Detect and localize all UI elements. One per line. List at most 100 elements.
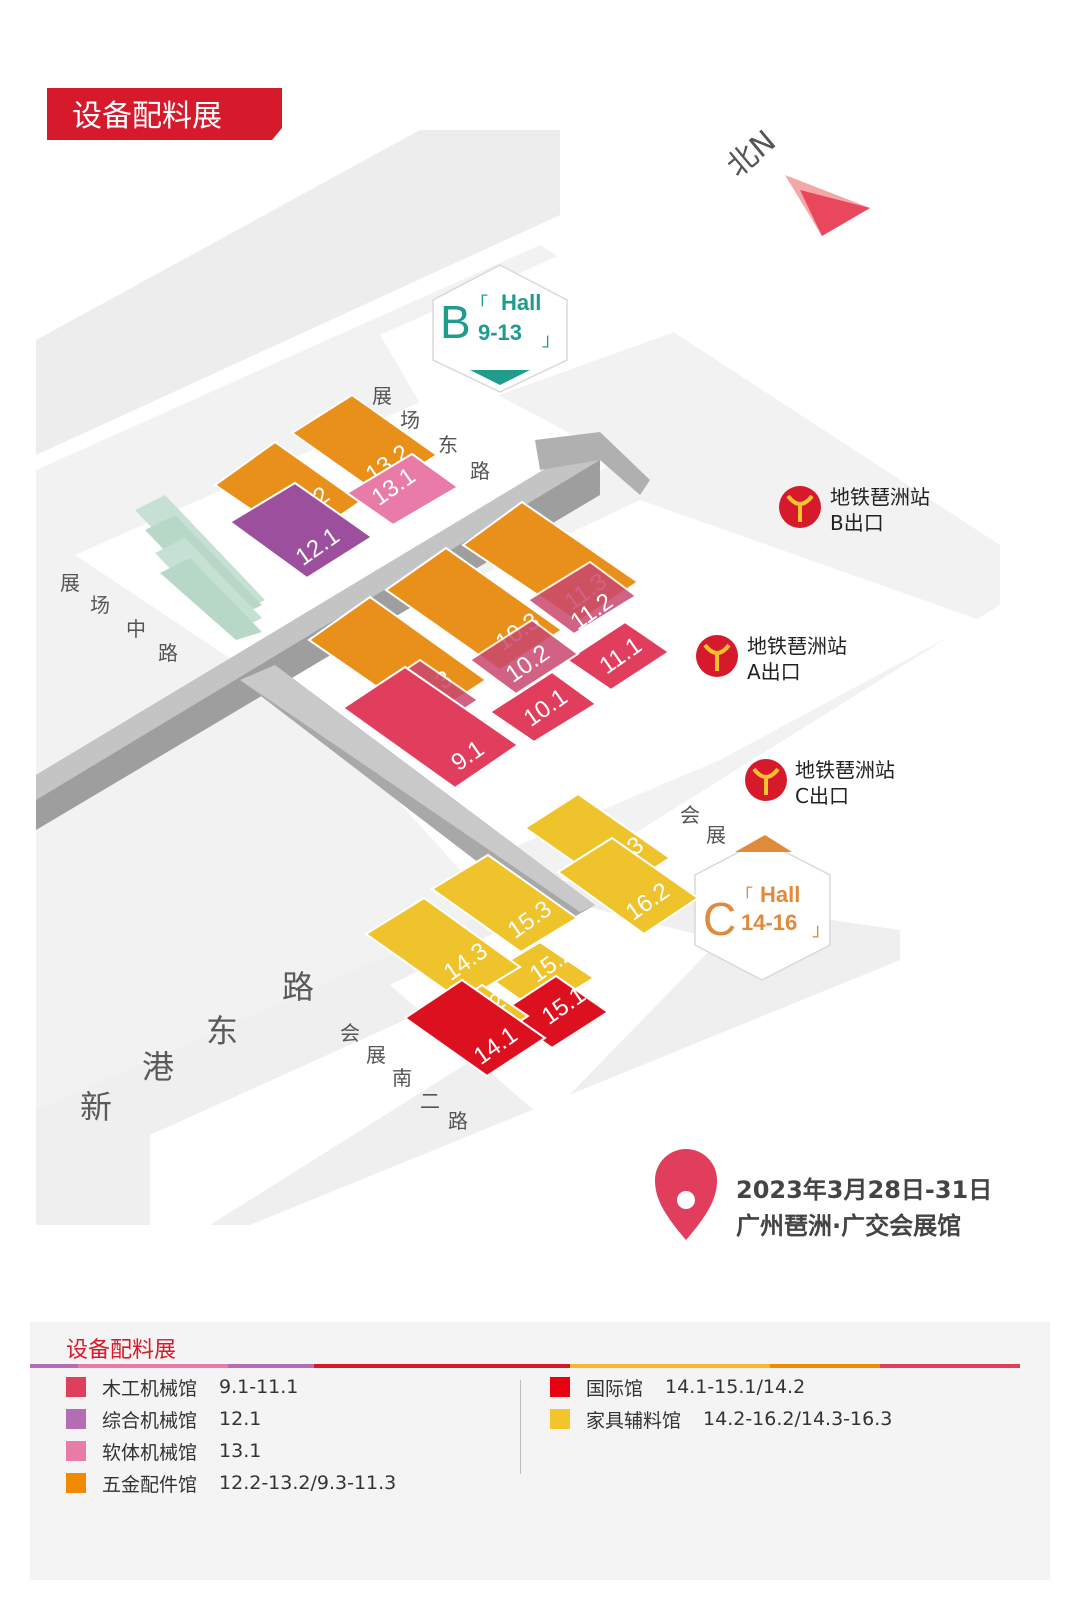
svg-text:中: 中 [126, 617, 146, 641]
svg-text:东: 东 [206, 1012, 238, 1050]
hall-b-bracket-close: 」 [542, 330, 560, 351]
hall-blocks: 13.212.213.112.111.311.211.110.310.210.1… [213, 393, 700, 1078]
metro-exit-b-exit: B出口 [830, 511, 884, 535]
svg-text:会: 会 [340, 1021, 360, 1045]
hall-block-shape [403, 978, 547, 1078]
hall-b-range: 9-13 [478, 320, 522, 345]
hall-block-11.2: 11.2 [526, 560, 638, 636]
legend-separator [520, 1380, 521, 1474]
metro-exit-c: 地铁琶洲站 C出口 [745, 758, 895, 808]
svg-text:路: 路 [448, 1109, 468, 1133]
legend-stripe-7 [880, 1364, 1020, 1368]
legend-stripe-3 [228, 1364, 314, 1368]
legend-stripe-1 [30, 1364, 78, 1368]
road-huizhan-nan-er: 会 展 南 二 路 [340, 1021, 468, 1133]
svg-text:路: 路 [158, 641, 178, 665]
header-tag: 设备配料展 [47, 88, 282, 140]
hall-c-bracket-open: 「 [735, 886, 753, 907]
metro-exit-c-exit: C出口 [795, 784, 849, 808]
hall-block-16.2: 16.2 [556, 836, 700, 936]
location-pin-icon [655, 1149, 717, 1240]
svg-text:新: 新 [80, 1088, 112, 1126]
legend: 设备配料展 木工机械馆 9.1-11.1 综合机械馆 12.1 软体机械馆 13… [30, 1322, 1050, 1580]
hall-c-letter: C [703, 893, 736, 945]
svg-text:南: 南 [392, 1066, 412, 1090]
hall-block-14.3: 14.3 [364, 896, 522, 1004]
legend-stripe-5 [570, 1364, 770, 1368]
hall-block-shape [556, 836, 700, 936]
legend-item: 国际馆 14.1-15.1/14.2 [550, 1374, 805, 1400]
svg-text:路: 路 [282, 968, 314, 1006]
legend-item-name: 软体机械馆 [102, 1441, 198, 1464]
hall-b-hall-label: Hall [501, 290, 541, 315]
hall-c-bracket-close: 」 [812, 920, 830, 941]
ground-plate-north [36, 130, 560, 455]
hall-block-shape [364, 896, 522, 1004]
legend-item-range: 9.1-11.1 [219, 1376, 299, 1398]
walkway-main-top [36, 460, 600, 800]
svg-text:展: 展 [706, 823, 726, 847]
event-venue: 广州琶洲·广交会展馆 [736, 1212, 961, 1240]
walkway-branch-top [240, 665, 595, 912]
svg-text:会: 会 [680, 803, 700, 827]
compass-arrow-icon [785, 175, 870, 236]
venue-map: 北N B 「 Hall 9-13 」 C 「 Hall 14-16 」 13.2… [36, 88, 1000, 1240]
svg-text:展: 展 [366, 1043, 386, 1067]
event-date: 2023年3月28日-31日 [736, 1176, 992, 1204]
hall-c-hall-label: Hall [760, 882, 800, 907]
legend-item-range: 14.1-15.1/14.2 [665, 1376, 806, 1398]
legend-stripe-6 [770, 1364, 880, 1368]
metro-exit-b: 地铁琶洲站 B出口 [779, 485, 930, 535]
hall-block-shape [345, 452, 460, 527]
legend-swatch [66, 1377, 86, 1397]
hall-block-shape [565, 620, 671, 692]
road-huizhan: 会 展 [680, 803, 726, 847]
metro-exit-a-station: 地铁琶洲站 [747, 634, 847, 658]
hall-block-15.3: 15.3 [430, 853, 579, 954]
legend-swatch [66, 1441, 86, 1461]
legend-item: 五金配件馆 12.2-13.2/9.3-11.3 [66, 1470, 396, 1496]
metro-exit-b-station: 地铁琶洲站 [830, 485, 930, 509]
hall-block-shape [488, 670, 598, 744]
legend-item: 家具辅料馆 14.2-16.2/14.3-16.3 [550, 1406, 892, 1432]
hall-b-letter: B [440, 296, 471, 348]
legend-item-range: 12.1 [219, 1408, 262, 1430]
legend-stripe-4 [314, 1364, 570, 1368]
legend-item: 综合机械馆 12.1 [66, 1406, 261, 1432]
legend-swatch [550, 1409, 570, 1429]
legend-item-name: 综合机械馆 [102, 1409, 198, 1432]
hall-c-badge: C 「 Hall 14-16 」 [694, 835, 831, 981]
hall-block-13.1: 13.1 [345, 452, 460, 527]
legend-item-range: 12.2-13.2/9.3-11.3 [219, 1472, 397, 1494]
hall-block-shape [430, 853, 579, 954]
metro-exit-c-station: 地铁琶洲站 [795, 758, 895, 782]
hall-b-badge: B 「 Hall 9-13 」 [432, 264, 568, 393]
svg-text:展: 展 [372, 384, 392, 408]
legend-item-name: 国际馆 [586, 1377, 644, 1400]
legend-swatch [550, 1377, 570, 1397]
svg-text:东: 东 [438, 433, 458, 457]
road-xingang-dong: 新 港 东 路 [80, 968, 314, 1126]
svg-text:场: 场 [400, 408, 420, 432]
road-zhanchang-zhong: 展 场 中 路 [60, 571, 178, 665]
legend-item: 木工机械馆 9.1-11.1 [66, 1374, 298, 1400]
svg-text:展: 展 [60, 571, 80, 595]
svg-text:场: 场 [90, 593, 110, 617]
svg-text:路: 路 [470, 459, 490, 483]
metro-exit-a-exit: A出口 [747, 660, 801, 684]
legend-swatch [66, 1409, 86, 1429]
legend-item-name: 家具辅料馆 [586, 1409, 682, 1432]
svg-text:港: 港 [142, 1048, 174, 1086]
legend-item-range: 13.1 [219, 1440, 262, 1462]
hall-block-shape [228, 481, 374, 580]
hall-block-14.1: 14.1 [403, 978, 547, 1078]
legend-swatch [66, 1473, 86, 1493]
mint-blocks [135, 495, 265, 640]
hall-block-9.1: 9.1 [341, 665, 520, 790]
legend-item: 软体机械馆 13.1 [66, 1438, 261, 1464]
event-info: 2023年3月28日-31日 广州琶洲·广交会展馆 [655, 1149, 992, 1240]
legend-title: 设备配料展 [66, 1338, 177, 1363]
hall-block-shape [526, 560, 638, 636]
road-zhanchang-dong: 展 场 东 路 [372, 384, 490, 483]
legend-stripe-2 [78, 1364, 228, 1368]
